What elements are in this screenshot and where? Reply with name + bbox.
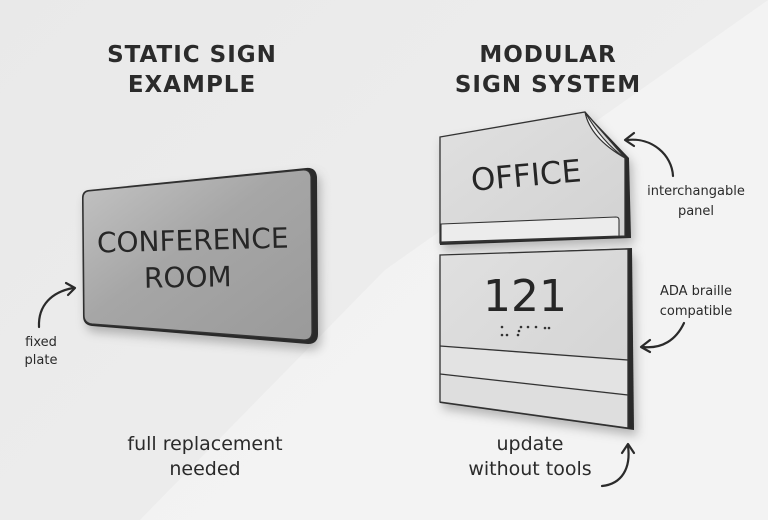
static-heading-line2: EXAMPLE: [127, 72, 257, 98]
modular-heading-line2: SIGN SYSTEM: [454, 72, 642, 98]
ada-braille-annotation: ADA braille compatible: [640, 282, 752, 322]
ada-line2: compatible: [659, 304, 733, 319]
curved-arrow-icon: [641, 321, 686, 349]
full-replacement-line1: full replacement: [127, 433, 283, 455]
static-heading-line1: STATIC SIGN: [107, 42, 277, 68]
room-number-panel: [439, 248, 634, 430]
interchangeable-panel-annotation: interchangable panel: [640, 182, 752, 222]
static-sign-plate: [82, 167, 318, 344]
full-replacement-line2: needed: [169, 458, 241, 480]
modular-sign-heading: MODULAR SIGN SYSTEM: [438, 40, 658, 100]
static-sign-line2: ROOM: [144, 260, 232, 295]
interchangeable-line2: panel: [677, 204, 715, 219]
curved-arrow-icon: [625, 138, 675, 178]
static-sign-heading: STATIC SIGN EXAMPLE: [92, 40, 292, 100]
curved-arrow-icon: [37, 286, 75, 329]
fixed-plate-line1: fixed: [25, 335, 57, 350]
static-sign-line1: CONFERENCE: [97, 222, 289, 260]
fixed-plate-line2: plate: [24, 353, 58, 368]
room-number-text: 121: [483, 271, 567, 322]
interchangeable-office-panel: [439, 111, 631, 245]
fixed-plate-annotation: fixed plate: [14, 334, 68, 370]
ada-line1: ADA braille: [659, 284, 733, 299]
full-replacement-caption: full replacement needed: [100, 432, 310, 482]
update-line2: without tools: [468, 458, 592, 480]
update-without-tools-caption: update without tools: [460, 432, 600, 482]
braille-dots-icon: [500, 325, 551, 337]
curved-arrow-icon: [600, 444, 630, 488]
interchangeable-line1: interchangable: [647, 184, 745, 199]
update-line1: update: [496, 433, 564, 455]
modular-heading-line1: MODULAR: [479, 42, 617, 68]
